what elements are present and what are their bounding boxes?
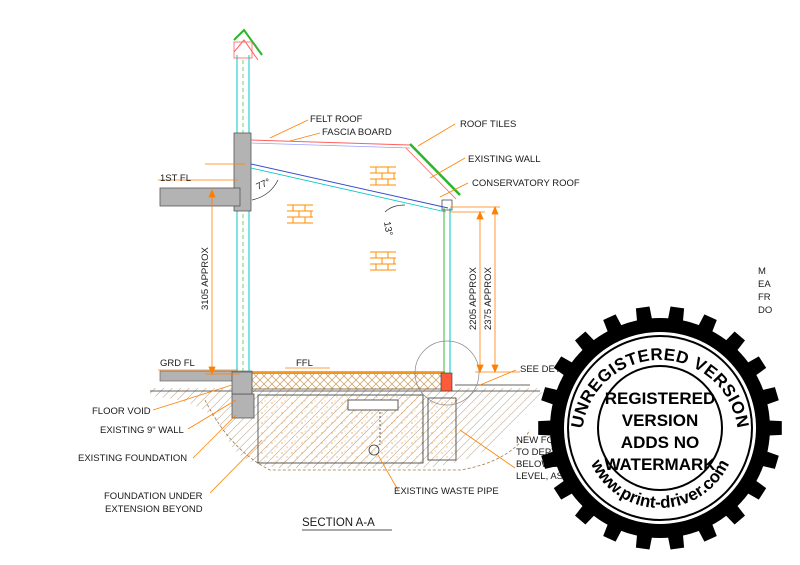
felt-roof — [250, 139, 411, 149]
right-edge-3: FR — [758, 292, 771, 303]
label-floor-void: FLOOR VOID — [92, 406, 151, 417]
waste-pipe — [368, 412, 381, 456]
conservatory-roof — [250, 163, 453, 392]
label-foundation-under-1: FOUNDATION UNDER — [104, 491, 203, 502]
brick-symbol — [370, 251, 396, 271]
brick-symbol — [370, 166, 396, 186]
label-roof-tiles: ROOF TILES — [460, 119, 516, 130]
foundation-under-extension — [257, 394, 457, 464]
brick-symbol — [287, 204, 313, 224]
label-first-floor: 1ST FL — [160, 173, 191, 184]
section-title: SECTION A-A — [302, 517, 375, 529]
angle-arc-13 — [384, 204, 406, 213]
dim-2375: 2375 APPROX — [483, 266, 494, 330]
label-see-detail: SEE DETAIL A — [520, 364, 583, 375]
detail-a-circle — [414, 340, 480, 406]
label-ground-floor: GRD FL — [160, 358, 195, 369]
roof-tiles — [405, 143, 461, 200]
angle-arc-77 — [251, 179, 279, 201]
stamp-line-2: VERSION — [622, 411, 699, 430]
right-edge-2: EA — [758, 279, 771, 290]
label-foundation-under-2: EXTENSION BEYOND — [105, 504, 203, 515]
stamp-line-3: ADDS NO — [621, 433, 699, 452]
label-angle-13: 13° — [381, 221, 394, 237]
right-edge-1: M — [758, 266, 766, 277]
gable-top — [233, 28, 263, 61]
label-angle-77: 77° — [255, 177, 273, 193]
label-existing-9-wall: EXISTING 9" WALL — [100, 425, 184, 436]
label-existing-wall: EXISTING WALL — [468, 154, 541, 165]
label-existing-foundation: EXISTING FOUNDATION — [78, 453, 187, 464]
watermark-stamp: UNREGISTERED VERSION www.print-driver.co… — [538, 306, 782, 550]
dimension-lines — [205, 163, 520, 376]
right-edge-4: DO — [758, 305, 772, 316]
label-felt-roof: FELT ROOF — [310, 114, 363, 125]
label-existing-waste-pipe: EXISTING WASTE PIPE — [394, 486, 499, 497]
existing-foundation-block — [231, 393, 255, 419]
dim-2205: 2205 APPROX — [468, 266, 479, 330]
stamp-line-4: WATERMARK — [604, 455, 716, 474]
existing-wall — [159, 55, 253, 395]
leader-lines — [152, 119, 517, 494]
label-ffl: FFL — [296, 358, 313, 369]
dim-3105: 3105 APPROX — [200, 246, 211, 310]
label-conservatory-roof: CONSERVATORY ROOF — [472, 178, 580, 189]
stamp-line-1: REGISTERED — [605, 389, 716, 408]
label-fascia-board: FASCIA BOARD — [322, 127, 392, 138]
